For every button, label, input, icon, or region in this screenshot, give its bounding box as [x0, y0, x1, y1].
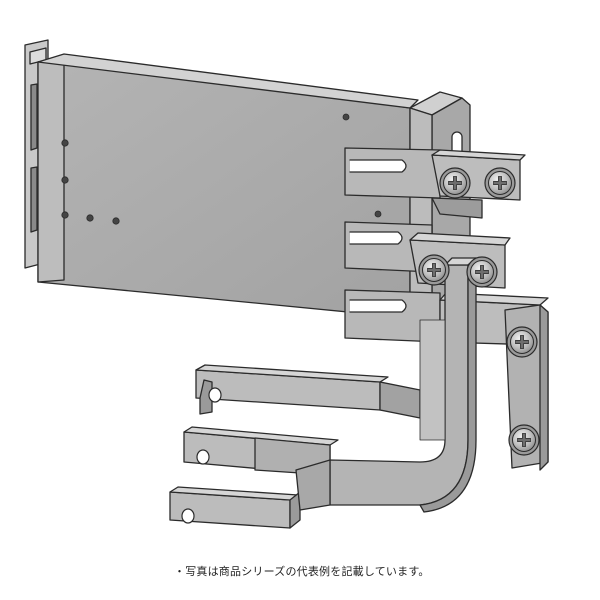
plate-hole: [61, 211, 69, 219]
screw-icon: [466, 256, 498, 288]
plate-hole: [112, 217, 120, 225]
screw-icon: [506, 326, 538, 358]
plate-hole: [86, 214, 94, 222]
mounting-plate: [37, 53, 419, 319]
screw-icon: [418, 254, 450, 286]
arm-hole: [196, 449, 210, 465]
lower-arms: [169, 364, 421, 529]
arm-holes: [181, 387, 222, 524]
screw-icon: [508, 424, 540, 456]
plate-hole: [374, 210, 382, 218]
plate-holes: [61, 113, 382, 225]
arm-hole: [181, 508, 195, 524]
plate-hole: [61, 176, 69, 184]
screw-icon: [439, 167, 471, 199]
plate-hole: [61, 139, 69, 147]
plate-hole: [342, 113, 350, 121]
screw-icon: [484, 167, 516, 199]
l-conductor: [295, 257, 477, 513]
arm-hole: [208, 387, 222, 403]
terminal-tabs: [344, 147, 441, 343]
caption-note: ・写真は商品シリーズの代表例を記載しています。: [174, 565, 430, 578]
